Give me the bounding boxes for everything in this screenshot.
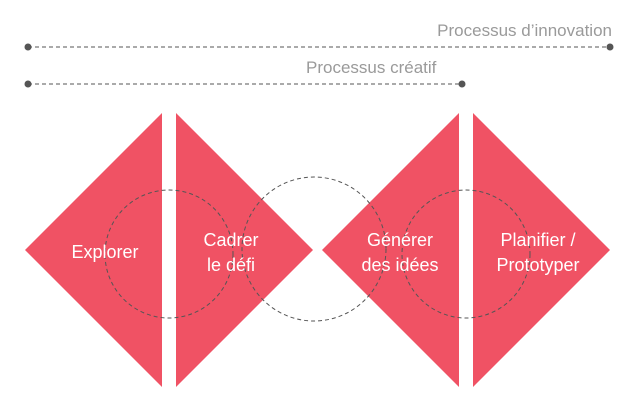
step-explorer-label: Explorer — [55, 240, 155, 265]
cadrer-shape — [176, 113, 313, 387]
step-cadrer-label: Cadrer le défi — [181, 228, 281, 278]
circle-left — [104, 189, 234, 319]
step-generer-label: Générer des idées — [345, 228, 455, 278]
creative-line-end-dot — [458, 80, 466, 88]
innovation-line-end-dot — [606, 43, 614, 51]
step-generer-line2: des idées — [361, 255, 439, 275]
step-planifier-line2: Prototyper — [496, 255, 580, 275]
creative-line-start-dot — [24, 80, 32, 88]
step-planifier-label: Planifier / Prototyper — [478, 228, 598, 278]
creative-process-label: Processus créatif — [306, 58, 437, 77]
step-planifier-line1: Planifier / — [500, 230, 576, 250]
innovation-process-label: Processus d’innovation — [437, 21, 612, 40]
step-cadrer-line1: Cadrer — [203, 230, 259, 250]
generer-shape — [322, 113, 459, 387]
step-cadrer-line2: le défi — [206, 255, 256, 275]
circle-center — [241, 176, 387, 322]
explorer-shape — [25, 113, 162, 387]
step-generer-line1: Générer — [366, 230, 434, 250]
step-explorer-line1: Explorer — [71, 242, 139, 262]
innovation-line-start-dot — [24, 43, 32, 51]
planifier-shape — [473, 113, 610, 387]
circle-right — [401, 189, 531, 319]
